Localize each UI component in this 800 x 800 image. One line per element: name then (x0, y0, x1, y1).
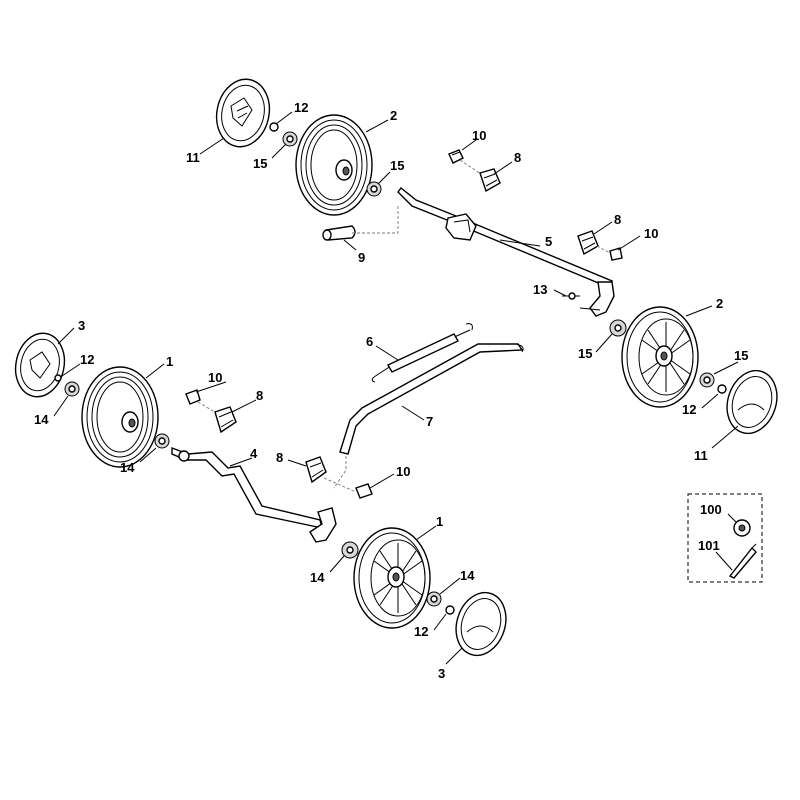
bracket-icon (479, 168, 501, 193)
tread-wheel-icon (295, 114, 373, 216)
axle-icon (397, 187, 615, 317)
callout-8: 8 (614, 212, 621, 227)
callout-labels: 11 12 15 2 15 10 8 9 5 8 10 13 2 15 15 1… (34, 100, 748, 681)
callout-13: 13 (533, 282, 547, 297)
callout-11: 11 (694, 448, 708, 463)
callout-7: 7 (426, 414, 433, 429)
callout-2: 2 (716, 296, 723, 311)
clip-icon (355, 483, 373, 499)
callout-8: 8 (276, 450, 283, 465)
callout-4: 4 (250, 446, 258, 461)
callout-15: 15 (578, 346, 592, 361)
callout-1: 1 (436, 514, 443, 529)
lever-icon (339, 343, 524, 455)
callout-15: 15 (390, 158, 404, 173)
callout-15: 15 (734, 348, 748, 363)
axle-icon (171, 446, 337, 543)
bushing-icon (154, 433, 170, 449)
callout-3: 3 (438, 666, 445, 681)
callout-10: 10 (644, 226, 658, 241)
leader-lines (53, 111, 739, 665)
callout-8: 8 (514, 150, 521, 165)
bracket-icon (577, 230, 599, 256)
callout-100: 100 (700, 502, 722, 517)
kit-box (687, 493, 763, 583)
callout-12: 12 (294, 100, 308, 115)
bushing-icon (64, 381, 80, 397)
callout-14: 14 (120, 460, 135, 475)
callout-12: 12 (682, 402, 696, 417)
bushing-icon (609, 319, 627, 337)
callout-1: 1 (166, 354, 173, 369)
callout-6: 6 (366, 334, 373, 349)
callout-8: 8 (256, 388, 263, 403)
spoked-wheel-icon (353, 527, 431, 629)
callout-11: 11 (186, 150, 200, 165)
clip-icon (185, 389, 201, 405)
callout-14: 14 (34, 412, 49, 427)
pin-icon (562, 292, 580, 300)
bushing-icon (341, 541, 359, 559)
callout-3: 3 (78, 318, 85, 333)
washer-icon (269, 122, 279, 132)
callout-9: 9 (358, 250, 365, 265)
clip-icon (609, 247, 623, 261)
callout-14: 14 (460, 568, 475, 583)
callout-2: 2 (390, 108, 397, 123)
hub-cap-icon (14, 332, 66, 398)
bushing-icon (366, 181, 382, 197)
hub-cap-icon (215, 78, 271, 148)
spoked-wheel-icon (621, 306, 699, 408)
callout-12: 12 (414, 624, 428, 639)
callout-10: 10 (396, 464, 410, 479)
spring-icon (371, 323, 473, 383)
washer-icon (54, 374, 62, 382)
callout-10: 10 (472, 128, 486, 143)
bushing-icon (282, 131, 298, 147)
callout-14: 14 (310, 570, 325, 585)
hub-cap-icon (455, 591, 507, 657)
bushing-icon (426, 591, 442, 607)
lever-grip-icon (322, 225, 356, 241)
callout-15: 15 (253, 156, 267, 171)
bracket-icon (214, 406, 237, 434)
hub-cap-icon (726, 369, 778, 435)
callout-10: 10 (208, 370, 222, 385)
bushing-icon (699, 372, 715, 388)
callout-5: 5 (545, 234, 552, 249)
clip-icon (448, 149, 464, 164)
callout-101: 101 (698, 538, 720, 553)
callout-12: 12 (80, 352, 94, 367)
bracket-icon (305, 456, 327, 484)
washer-icon (717, 384, 727, 394)
tread-wheel-icon (81, 366, 159, 468)
washer-icon (445, 605, 455, 615)
